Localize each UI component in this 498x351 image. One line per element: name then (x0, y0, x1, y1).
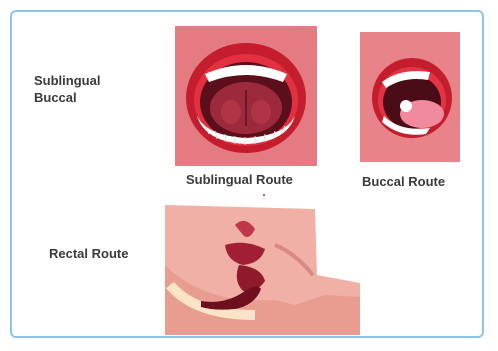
caption-buccal-route: Buccal Route (362, 173, 445, 190)
label-sublingual: Sublingual (34, 72, 100, 89)
stray-dot (263, 194, 265, 196)
rectal-anatomy-image (165, 205, 360, 335)
route-labels-group: Sublingual Buccal (34, 72, 100, 106)
sublingual-mouth-image (175, 26, 317, 166)
label-buccal: Buccal (34, 89, 100, 106)
label-rectal-route: Rectal Route (49, 245, 128, 262)
caption-sublingual-route: Sublingual Route (186, 171, 293, 188)
buccal-mouth-image (360, 32, 460, 162)
